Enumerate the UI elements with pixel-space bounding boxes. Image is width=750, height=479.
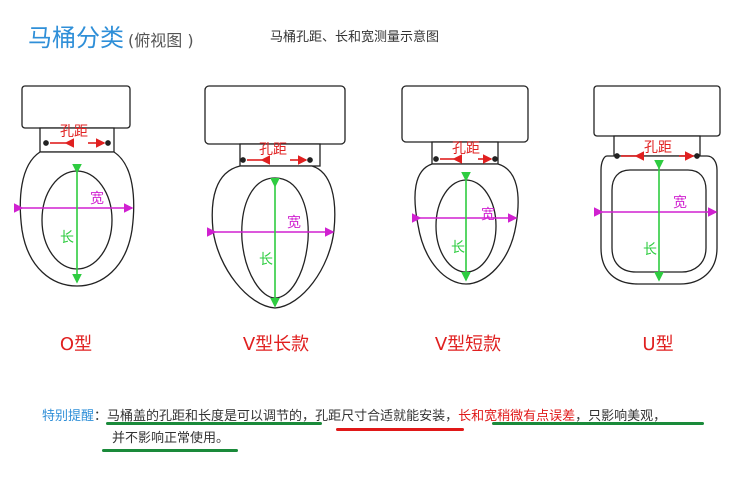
width-label-u: 宽	[673, 194, 687, 211]
note-line2: 并不影响正常使用。	[112, 431, 230, 446]
page-title: 马桶分类(俯视图 )	[28, 18, 194, 53]
special-note: 特别提醒：马桶盖的孔距和长度是可以调节的，孔距尺寸合适就能安装，长和宽稍微有点误…	[42, 404, 667, 446]
toilet-v-long	[204, 85, 346, 309]
underline-part3	[492, 422, 704, 425]
note-part4: ，只影响美观，	[575, 409, 667, 424]
hole-label-v-long: 孔距	[259, 142, 287, 158]
caption-v-long: V型长款	[242, 334, 310, 355]
caption-v-short: V型短款	[434, 334, 502, 355]
toilet-u-type	[593, 85, 721, 285]
caption-o-type: O型	[59, 334, 93, 355]
width-label-o: 宽	[90, 190, 104, 207]
note-label: 特别提醒	[42, 409, 95, 424]
length-label-o: 长	[60, 230, 74, 246]
note-part2: 孔距尺寸合适就能安装	[315, 409, 446, 424]
length-label-v-long: 长	[259, 252, 273, 268]
length-label-u: 长	[643, 242, 657, 258]
hole-label-v-short: 孔距	[452, 141, 480, 157]
hole-label-o: 孔距	[60, 124, 88, 140]
hole-label-u: 孔距	[644, 140, 672, 156]
note-sep1: ，	[302, 409, 316, 424]
diagram-subtitle: 马桶孔距、长和宽测量示意图	[270, 30, 440, 45]
caption-u-type: U型	[642, 334, 674, 355]
underline-part1	[106, 422, 322, 425]
toilet-diagrams: 孔距 宽 长 孔距 宽 长 孔距 宽 长 孔距 宽 长	[14, 85, 721, 309]
width-label-v-long: 宽	[287, 214, 301, 231]
underline-part2	[336, 428, 464, 431]
note-part3: 长和宽稍微有点误差	[458, 409, 576, 424]
page-title-main: 马桶分类	[28, 24, 124, 52]
note-colon: ：	[94, 409, 108, 424]
length-label-v-short: 长	[451, 240, 465, 256]
note-sep2: ，	[445, 409, 459, 424]
underline-line2	[102, 449, 238, 452]
note-part1: 马桶盖的孔距和长度是可以调节的	[107, 409, 303, 424]
toilet-v-short	[401, 85, 529, 285]
width-label-v-short: 宽	[481, 206, 495, 223]
page-title-sub: (俯视图 )	[128, 31, 194, 50]
